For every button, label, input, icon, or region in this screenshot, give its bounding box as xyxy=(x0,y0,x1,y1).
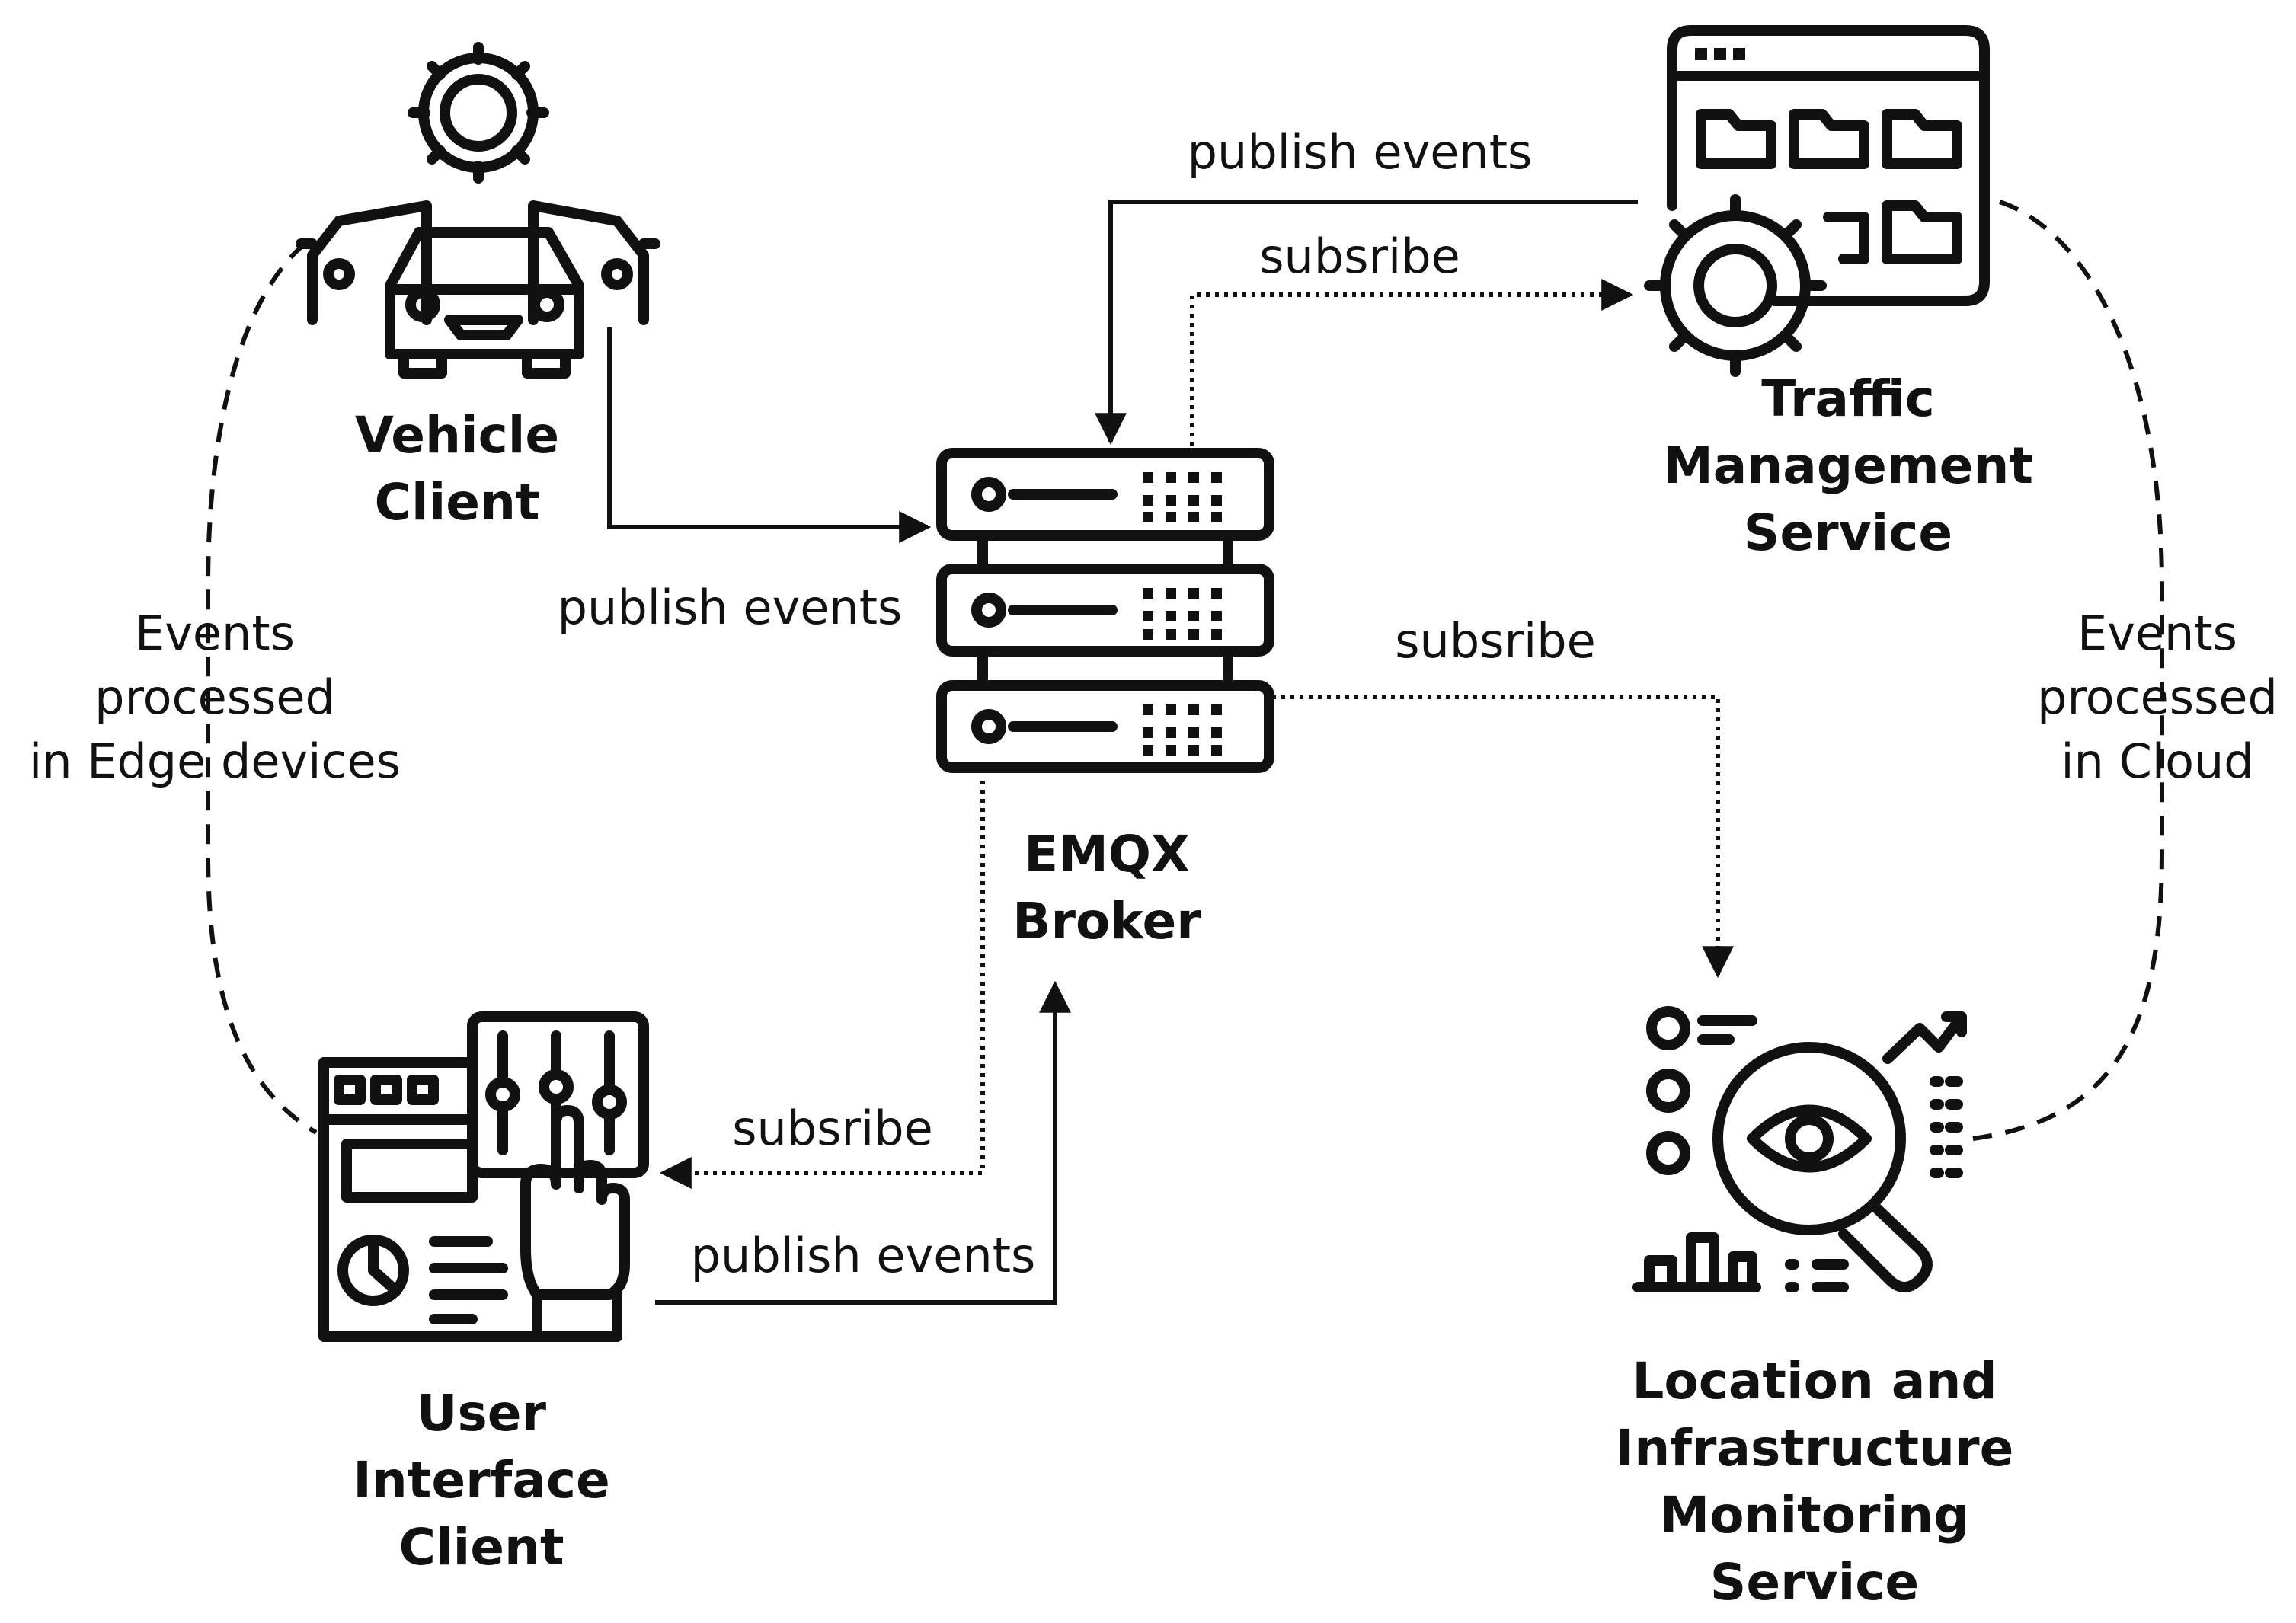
user-interface-client-label: User Interface Client xyxy=(353,1384,610,1577)
edge-processing-annotation: Events processed in Edge devices xyxy=(29,605,401,789)
traffic-management-service-label: Traffic Management Service xyxy=(1663,369,2033,562)
cloud-processing-annotation: Events processed in Cloud xyxy=(2037,605,2278,789)
control-panel-hand-icon xyxy=(318,1011,649,1342)
vehicle-publish-arrow xyxy=(607,327,932,543)
traffic-subscribe-arrow xyxy=(1190,279,1634,446)
traffic-publish-arrow xyxy=(1095,200,1638,446)
traffic-subscribe-label: subsribe xyxy=(1259,228,1460,284)
server-rack-icon xyxy=(936,448,1274,773)
vehicle-client-label: Vehicle Client xyxy=(354,406,560,532)
vehicles-gear-icon xyxy=(296,42,660,379)
traffic-publish-label: publish events xyxy=(1187,124,1533,180)
emqx-broker-label: EMQX Broker xyxy=(1012,825,1201,950)
ui-subscribe-label: subsribe xyxy=(732,1101,933,1156)
dashboard-gear-icon xyxy=(1644,25,1990,377)
monitoring-subscribe-arrow xyxy=(1272,695,1734,979)
monitoring-subscribe-label: subsribe xyxy=(1395,613,1596,669)
monitoring-magnifier-icon xyxy=(1632,1006,1967,1292)
ui-publish-label: publish events xyxy=(690,1228,1036,1283)
ui-subscribe-arrow xyxy=(659,781,985,1189)
vehicle-publish-label: publish events xyxy=(557,580,903,635)
monitoring-service-label: Location and Infrastructure Monitoring S… xyxy=(1615,1352,2014,1612)
edge-processing-dashed-curve xyxy=(206,241,318,1135)
cloud-processing-dashed-curve xyxy=(1972,200,2164,1141)
ui-publish-arrow xyxy=(655,980,1071,1305)
